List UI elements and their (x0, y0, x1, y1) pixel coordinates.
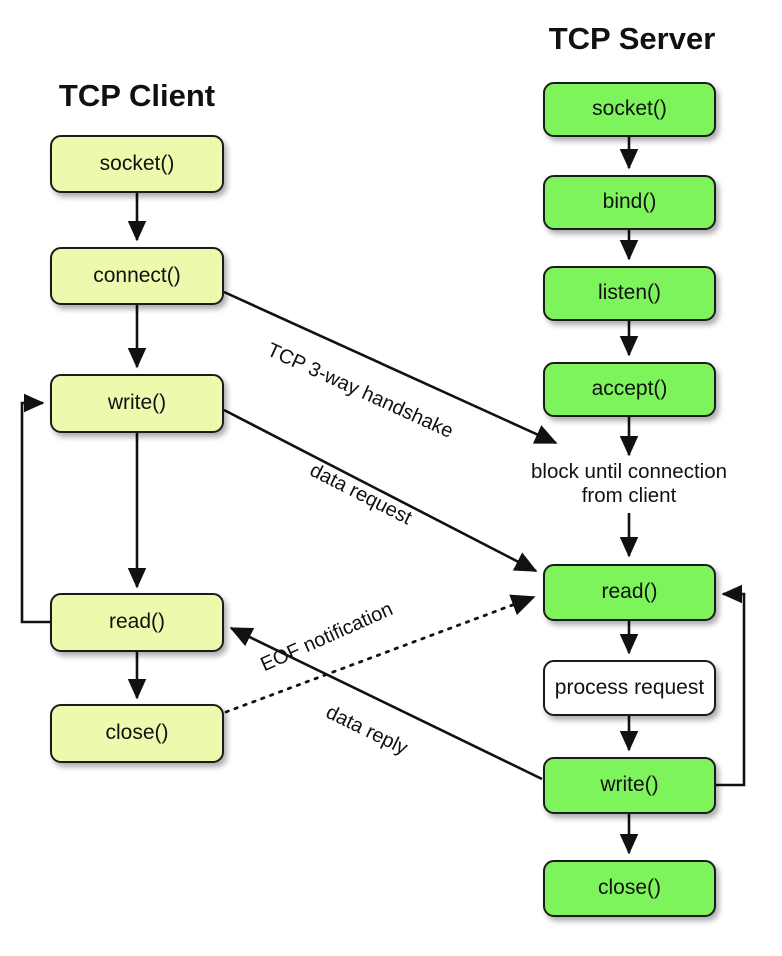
client-column-title: TCP Client (58, 78, 216, 113)
node-server-accept-label: accept() (591, 377, 668, 401)
edge-label-eof-notification: EOF notification (257, 598, 397, 677)
node-server-socket-label: socket() (592, 97, 667, 121)
server-column-title: TCP Server (548, 21, 716, 56)
node-client-read-label: read() (108, 610, 166, 634)
edge-label-data-request: data request (306, 459, 416, 530)
edge-label-tcp-3way-handshake: TCP 3-way handshake (263, 339, 457, 443)
node-server-close-label: close() (597, 876, 661, 900)
node-server-bind[interactable]: bind() (543, 175, 716, 230)
node-client-close[interactable]: close() (50, 704, 224, 763)
node-server-listen-label: listen() (597, 281, 661, 305)
note-block-until-connection: block until connection from client (530, 460, 727, 508)
node-server-process-request[interactable]: process request (543, 660, 716, 716)
node-client-write-label: write() (107, 391, 167, 415)
node-client-write[interactable]: write() (50, 374, 224, 433)
edge-tcp-3way-handshake (223, 290, 558, 445)
node-client-socket-label: socket() (99, 151, 175, 175)
node-server-process-request-label: process request (554, 675, 705, 699)
edge-server-write-loop-to-read (716, 584, 746, 787)
node-client-socket[interactable]: socket() (50, 135, 224, 193)
node-server-bind-label: bind() (602, 190, 657, 214)
node-client-read[interactable]: read() (50, 593, 224, 652)
node-client-close-label: close() (105, 721, 169, 745)
node-client-connect[interactable]: connect() (50, 247, 224, 305)
edge-client-read-loop-to-write (20, 393, 50, 624)
node-server-read-label: read() (601, 580, 658, 604)
node-server-accept[interactable]: accept() (543, 362, 716, 417)
node-server-read[interactable]: read() (543, 564, 716, 621)
edge-label-data-reply: data reply (322, 701, 411, 760)
node-client-connect-label: connect() (93, 263, 181, 287)
node-server-socket[interactable]: socket() (543, 82, 716, 137)
node-server-close[interactable]: close() (543, 860, 716, 917)
node-server-write[interactable]: write() (543, 757, 716, 814)
node-server-listen[interactable]: listen() (543, 266, 716, 321)
node-server-write-label: write() (600, 773, 659, 797)
